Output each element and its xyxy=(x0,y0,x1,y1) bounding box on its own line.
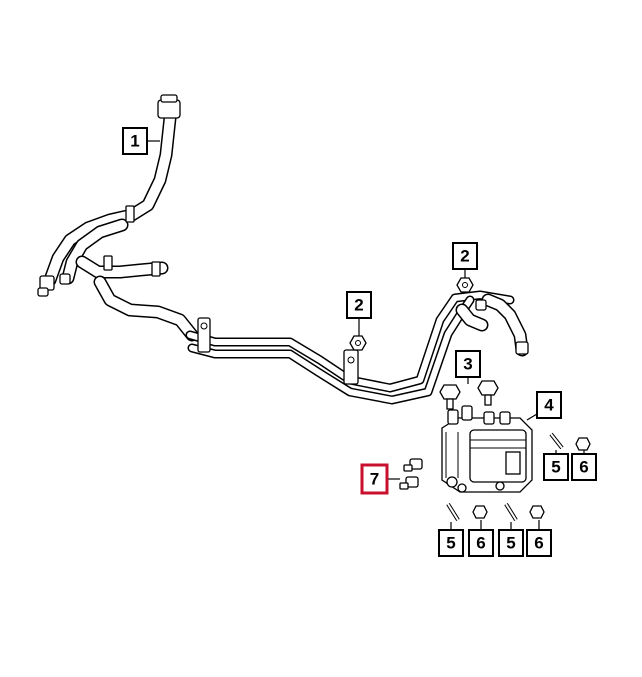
callout-7-label: 7 xyxy=(370,470,379,489)
stud-5b xyxy=(446,502,460,522)
nut-6b xyxy=(472,505,488,519)
nut-2b xyxy=(349,335,367,351)
oil-cooler xyxy=(441,405,533,493)
callout-2b[interactable]: 2 xyxy=(346,291,372,319)
callout-4-label: 4 xyxy=(544,396,554,415)
callout-4[interactable]: 4 xyxy=(536,391,562,419)
bolts-3 xyxy=(439,380,499,410)
hose-assembly xyxy=(37,94,199,342)
callout-6c-label: 6 xyxy=(534,534,543,553)
fittings-7 xyxy=(399,458,423,490)
callout-2b-label: 2 xyxy=(354,296,363,315)
callout-6a-label: 6 xyxy=(579,458,588,477)
stud-5a xyxy=(549,432,564,450)
callout-5c-label: 5 xyxy=(506,534,515,553)
callout-6b[interactable]: 6 xyxy=(468,529,494,557)
callout-6b-label: 6 xyxy=(476,534,485,553)
callout-1[interactable]: 1 xyxy=(122,127,148,155)
callout-5a[interactable]: 5 xyxy=(543,453,569,481)
callout-7[interactable]: 7 xyxy=(360,463,389,495)
callout-6a[interactable]: 6 xyxy=(571,453,597,481)
callout-5c[interactable]: 5 xyxy=(498,529,524,557)
callout-3-label: 3 xyxy=(463,355,472,374)
callout-6c[interactable]: 6 xyxy=(526,529,552,557)
callout-2a[interactable]: 2 xyxy=(452,242,478,270)
callout-5a-label: 5 xyxy=(551,458,560,477)
nut-2a xyxy=(456,277,474,293)
callout-5b-label: 5 xyxy=(446,534,455,553)
callout-2a-label: 2 xyxy=(460,247,469,266)
nut-6c xyxy=(529,505,545,519)
callout-5b[interactable]: 5 xyxy=(438,529,464,557)
stud-5c xyxy=(504,502,518,522)
nut-6a xyxy=(575,437,591,451)
callout-3[interactable]: 3 xyxy=(455,350,481,378)
cooler-lines xyxy=(185,290,529,405)
callout-1-label: 1 xyxy=(130,132,139,151)
